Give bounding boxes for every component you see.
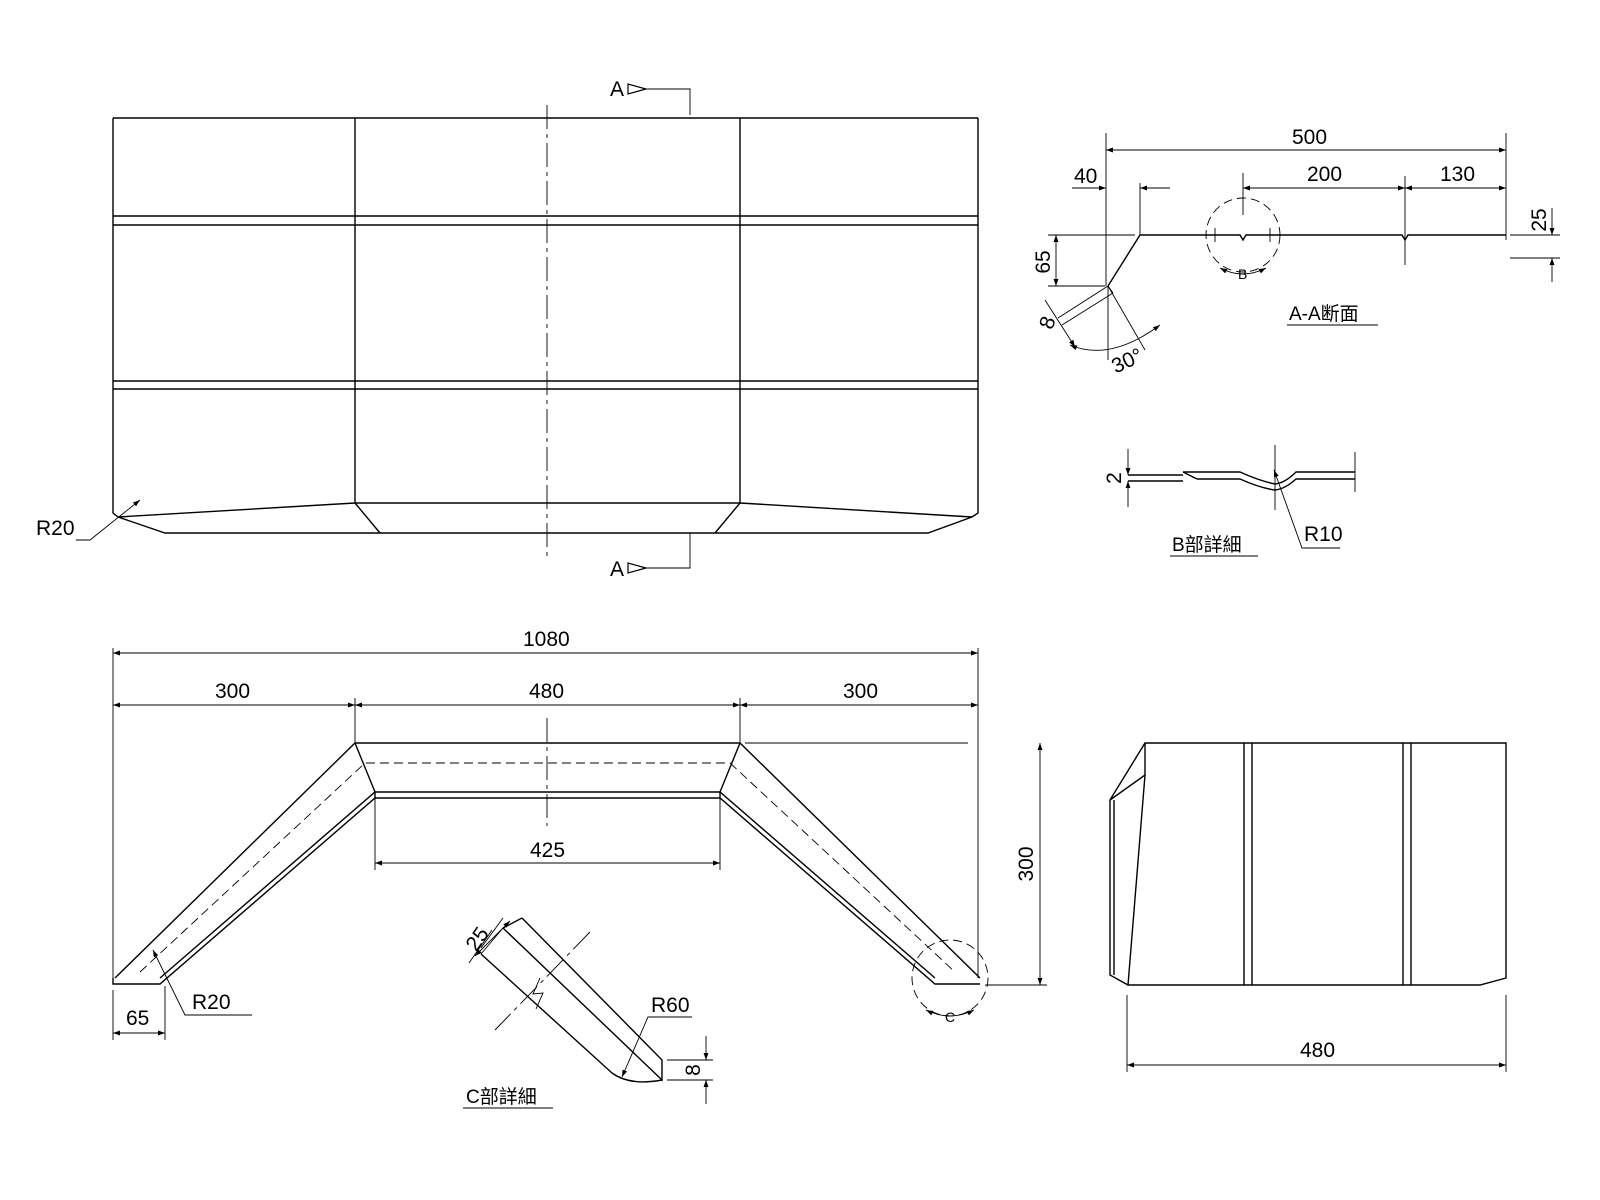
aa-title: A-A断面 — [1289, 303, 1359, 325]
dim-inner-width: 425 — [530, 839, 565, 862]
aa-dim-height-left: 65 — [1032, 250, 1055, 273]
detail-b: 2 R10 B部詳細 — [1103, 445, 1356, 557]
dim-left-segment: 300 — [215, 680, 250, 703]
aa-dim-height-right: 25 — [1528, 208, 1551, 231]
dim-height: 300 — [1015, 846, 1038, 881]
detail-c-marker: C — [945, 1009, 955, 1025]
front-radius-label: R20 — [36, 517, 75, 540]
side-dim-width: 480 — [1300, 1039, 1335, 1062]
section-mark-bottom: A — [610, 558, 624, 581]
aa-dim-offset-left: 40 — [1074, 165, 1097, 188]
section-aa: 500 40 200 130 25 65 8 30° B A-A断面 — [1032, 126, 1560, 378]
b-radius-label: R10 — [1304, 523, 1343, 546]
aa-dim-total-width: 500 — [1292, 126, 1327, 149]
bottom-view: 1080 300 480 300 425 300 65 R20 C — [112, 628, 1047, 1040]
dim-overall-width: 1080 — [523, 628, 570, 651]
dim-right-segment: 300 — [843, 680, 878, 703]
bottom-radius-label: R20 — [192, 991, 231, 1014]
c-radius-label: R60 — [651, 994, 690, 1017]
c-dim-thickness: 8 — [682, 1064, 705, 1076]
detail-b-marker: B — [1238, 266, 1247, 282]
b-dim-thickness: 2 — [1103, 472, 1126, 484]
aa-dim-right-span: 130 — [1440, 163, 1475, 186]
section-mark-top: A — [610, 78, 624, 101]
aa-dim-middle-span: 200 — [1307, 163, 1342, 186]
aa-angle-label: 30° — [1108, 344, 1147, 378]
b-title: B部詳細 — [1172, 534, 1242, 556]
side-view: 480 — [1109, 742, 1507, 1072]
c-dim-width: 25 — [462, 923, 494, 955]
dim-flange-width: 65 — [126, 1007, 149, 1030]
aa-dim-thickness: 8 — [1035, 313, 1061, 332]
detail-c: 25 R60 8 C部詳細 — [462, 917, 713, 1109]
c-title: C部詳細 — [466, 1086, 537, 1108]
front-view: A A R20 — [36, 78, 979, 581]
dim-center-segment: 480 — [529, 680, 564, 703]
